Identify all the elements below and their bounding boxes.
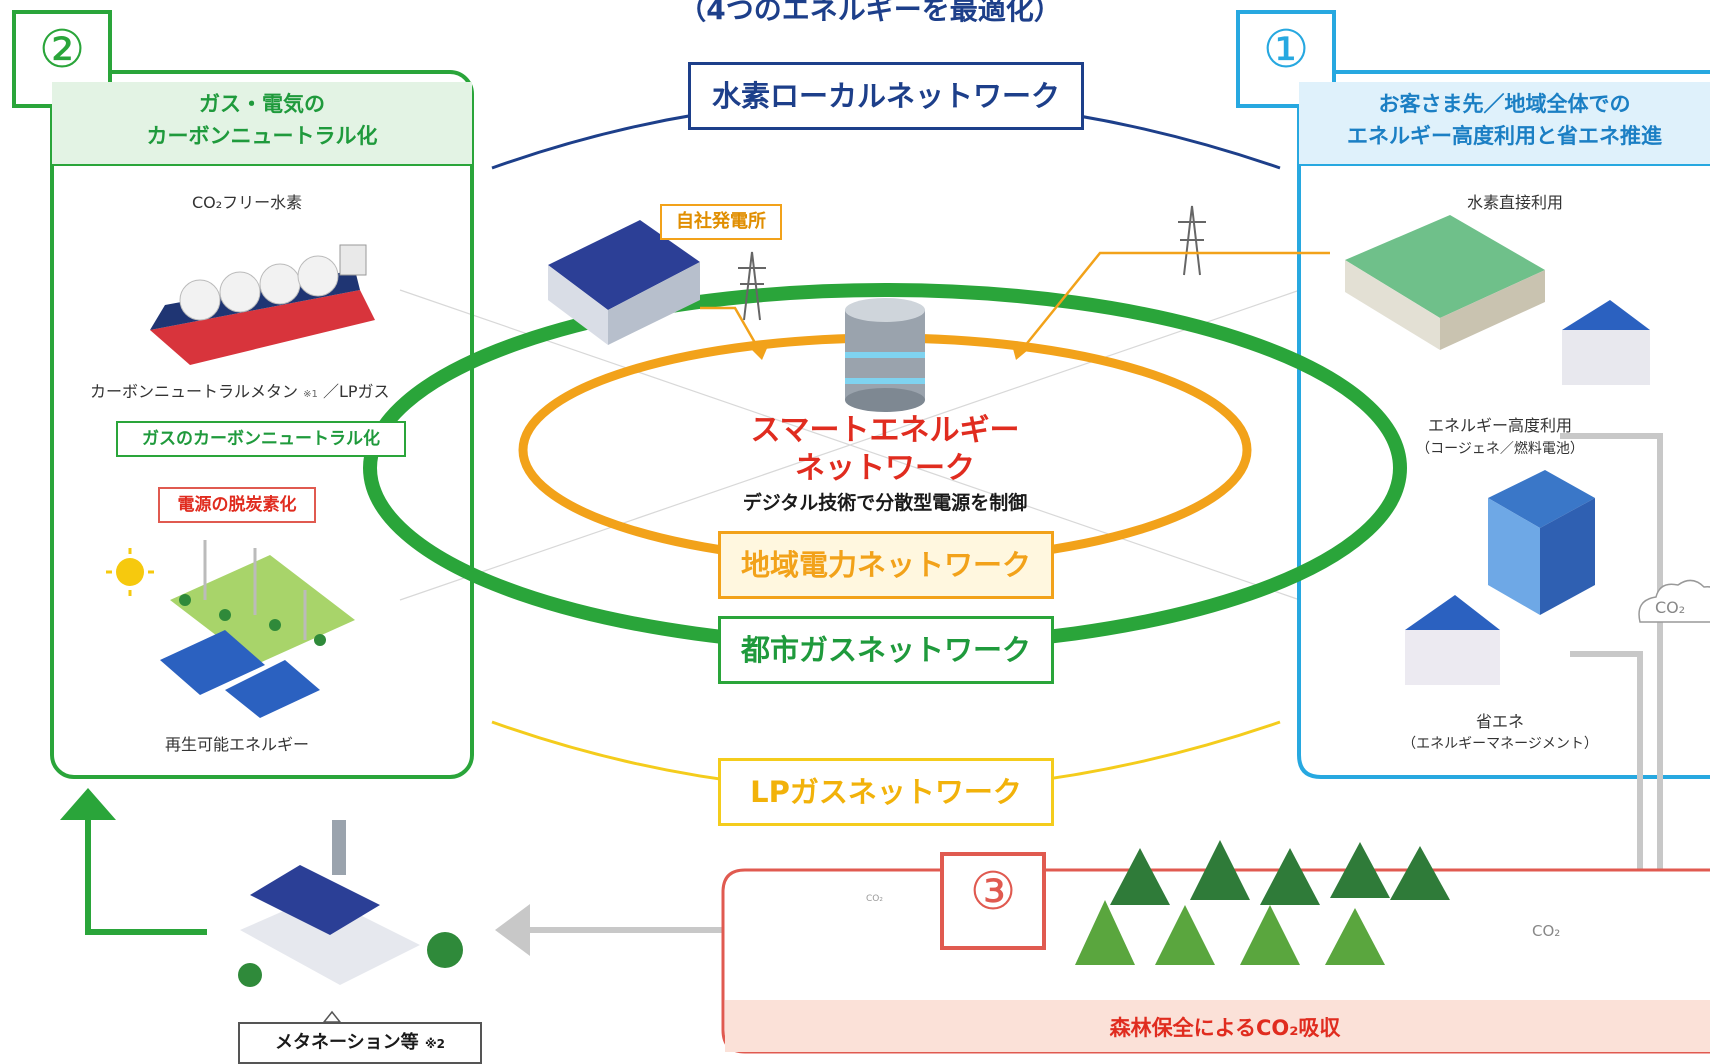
power-arrow-left <box>700 306 764 356</box>
renewable-field-illustration <box>160 540 355 718</box>
smart-energy-network-title: スマートエネルギー ネットワーク <box>730 412 1040 488</box>
power-plant-illustration <box>548 220 700 345</box>
advanced-energy-use-sublabel: （コージェネ／燃料電池） <box>1416 441 1584 457</box>
renewable-energy-label: 再生可能エネルギー <box>165 735 310 754</box>
building-illustration <box>1488 470 1595 615</box>
radial-guide-lines <box>399 289 1301 601</box>
marker-1: ① <box>1236 10 1336 108</box>
left-title-line2: カーボンニュートラル化 <box>146 124 378 148</box>
methanation-text: メタネーション等 <box>275 1032 419 1053</box>
forest-panel-caption-bg <box>725 1000 1710 1052</box>
database-icon <box>845 298 925 412</box>
carbon-neutral-methane-text: カーボンニュートラルメタン <box>90 382 299 401</box>
return-arrow <box>85 815 207 935</box>
note-1: ※1 <box>303 389 318 400</box>
lng-ship-illustration <box>150 244 375 365</box>
co2-label-small: CO₂ <box>866 894 883 904</box>
methanation-label: メタネーション等 ※2 <box>238 1022 482 1064</box>
right-panel-title: お客さま先／地域全体での エネルギー高度利用と省エネ推進 <box>1299 82 1710 164</box>
digital-control-label: デジタル技術で分散型電源を制御 <box>742 492 1028 514</box>
left-panel-border <box>50 70 474 779</box>
hydrogen-direct-use-label: 水素直接利用 <box>1467 193 1564 212</box>
lpgas-text: ／LPガス <box>322 382 390 401</box>
note-2: ※2 <box>424 1037 445 1051</box>
co2-arrow-head <box>495 904 530 956</box>
page-subtitle: （4つのエネルギーを最適化） <box>678 0 1062 26</box>
sun-icon <box>106 548 154 596</box>
pylon-icon-right <box>1178 205 1206 276</box>
power-arrow-right <box>1019 251 1330 353</box>
regional-power-network-label: 地域電力ネットワーク <box>718 531 1054 599</box>
hydrogen-network-label: 水素ローカルネットワーク <box>688 62 1084 130</box>
forest-trees-illustration <box>1075 840 1450 965</box>
advanced-energy-use-label: エネルギー高度利用 <box>1427 416 1572 435</box>
pylon-icon-left <box>738 251 766 321</box>
co2-free-hydrogen-label: CO₂フリー水素 <box>192 193 303 212</box>
factory-green-roof-illustration <box>1345 215 1545 350</box>
house-illustration-1 <box>1562 300 1650 385</box>
left-panel-title: ガス・電気の カーボンニュートラル化 <box>52 82 472 164</box>
smart-energy-line2: ネットワーク <box>795 451 975 486</box>
smart-energy-line1: スマートエネルギー <box>750 413 1020 448</box>
lpgas-network-label: LPガスネットワーク <box>718 758 1054 826</box>
city-gas-network-label: 都市ガスネットワーク <box>718 616 1054 684</box>
forest-absorption-label: 森林保全によるCO₂吸収 <box>1109 1016 1341 1040</box>
marker-3: ③ <box>940 852 1046 950</box>
decarbonization-tag: 電源の脱炭素化 <box>158 487 316 523</box>
right-title-line1: お客さま先／地域全体での <box>1378 92 1631 116</box>
carbon-neutral-methane-label: カーボンニュートラルメタン ※1 ／LPガス <box>90 378 390 402</box>
own-power-plant-tag: 自社発電所 <box>660 204 782 240</box>
co2-label-forest: CO₂ <box>1532 922 1561 940</box>
house-illustration-2 <box>1405 595 1500 685</box>
right-title-line2: エネルギー高度利用と省エネ推進 <box>1347 124 1662 148</box>
energy-saving-label: 省エネ <box>1475 712 1524 731</box>
gas-carbon-neutral-tag: ガスのカーボンニュートラル化 <box>116 421 406 457</box>
methanation-factory-illustration <box>238 820 463 987</box>
co2-label-right: CO₂ <box>1655 598 1686 617</box>
energy-saving-sublabel: （エネルギーマネージメント） <box>1402 736 1598 752</box>
left-title-line1: ガス・電気の <box>199 92 325 116</box>
